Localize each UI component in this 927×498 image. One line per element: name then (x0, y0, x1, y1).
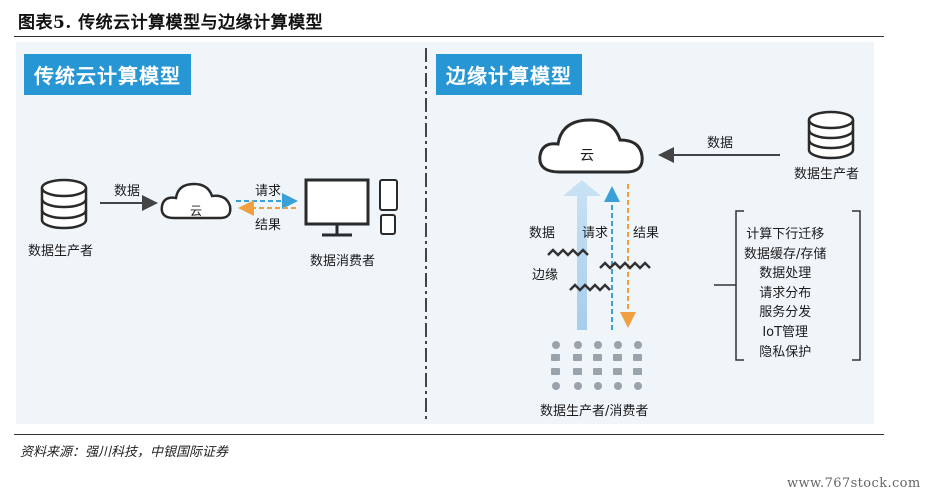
result-label: 结果 (255, 218, 282, 233)
device-icon (613, 368, 622, 375)
device-icon (634, 341, 642, 349)
bottom-rule (14, 434, 884, 435)
device-icon (551, 368, 560, 375)
cloud-icon (538, 118, 644, 174)
function-item: 计算下行迁移 (746, 227, 825, 242)
upload-arrow (563, 180, 601, 330)
function-item: 请求分布 (759, 285, 812, 301)
device-icon (573, 354, 582, 361)
function-item: 服务分发 (759, 305, 812, 321)
device-icon (614, 341, 622, 349)
function-item: 隐私保护 (759, 344, 812, 360)
producer-label: 数据生产者 (794, 167, 860, 182)
request-label: 请求 (582, 226, 609, 241)
cloud-icon (160, 182, 232, 220)
incoming-data-label: 数据 (707, 136, 734, 151)
device-icon (573, 368, 582, 375)
list-bracket (735, 210, 744, 361)
monitor-icon (304, 178, 370, 237)
watermark: www.767stock.com (787, 476, 921, 491)
top-rule (14, 36, 884, 37)
function-item: IoT管理 (762, 324, 809, 340)
traditional-cloud-badge: 传统云计算模型 (24, 54, 191, 95)
edge-zigzag (599, 261, 651, 270)
list-bracket (852, 210, 861, 361)
device-icon (633, 368, 642, 375)
diagram-panel (16, 42, 874, 424)
edge-computing-badge: 边缘计算模型 (436, 54, 582, 95)
producer-label: 数据生产者 (28, 244, 94, 259)
figure-title: 图表5. 传统云计算模型与边缘计算模型 (18, 13, 324, 33)
edge-zigzag (569, 283, 611, 292)
tablet-icon (380, 214, 396, 235)
device-icon (633, 354, 642, 361)
device-icon (613, 354, 622, 361)
source-note: 资料来源：强川科技，中银国际证券 (20, 445, 229, 460)
device-icon (551, 354, 560, 361)
database-icon (807, 110, 855, 160)
cloud-label: 云 (580, 148, 594, 164)
device-icon (552, 341, 560, 349)
edge-zigzag (547, 248, 589, 257)
edge-function-list: 计算下行迁移 数据缓存/存储 数据处理 请求分布 服务分发 IoT管理 隐私保护 (744, 225, 826, 362)
function-item: 数据缓存/存储 (744, 246, 827, 262)
data-arrow-label: 数据 (114, 184, 141, 199)
cloud-label: 云 (190, 204, 203, 218)
consumer-label: 数据消费者 (310, 254, 376, 269)
device-icon (593, 354, 602, 361)
database-icon (40, 178, 88, 230)
edge-label: 边缘 (532, 268, 559, 283)
device-icon (552, 382, 560, 390)
result-label: 结果 (633, 226, 660, 241)
device-icon (593, 368, 602, 375)
function-item: 数据处理 (759, 266, 812, 282)
request-label: 请求 (255, 184, 282, 199)
device-icon (574, 382, 582, 390)
device-icon (634, 382, 642, 390)
device-icon (574, 341, 582, 349)
device-grid (551, 341, 642, 390)
device-icon (594, 341, 602, 349)
device-icon (614, 382, 622, 390)
up-data-label: 数据 (529, 226, 556, 241)
device-icon (594, 382, 602, 390)
producer-consumer-label: 数据生产者/消费者 (540, 404, 649, 419)
phone-icon (379, 179, 398, 211)
